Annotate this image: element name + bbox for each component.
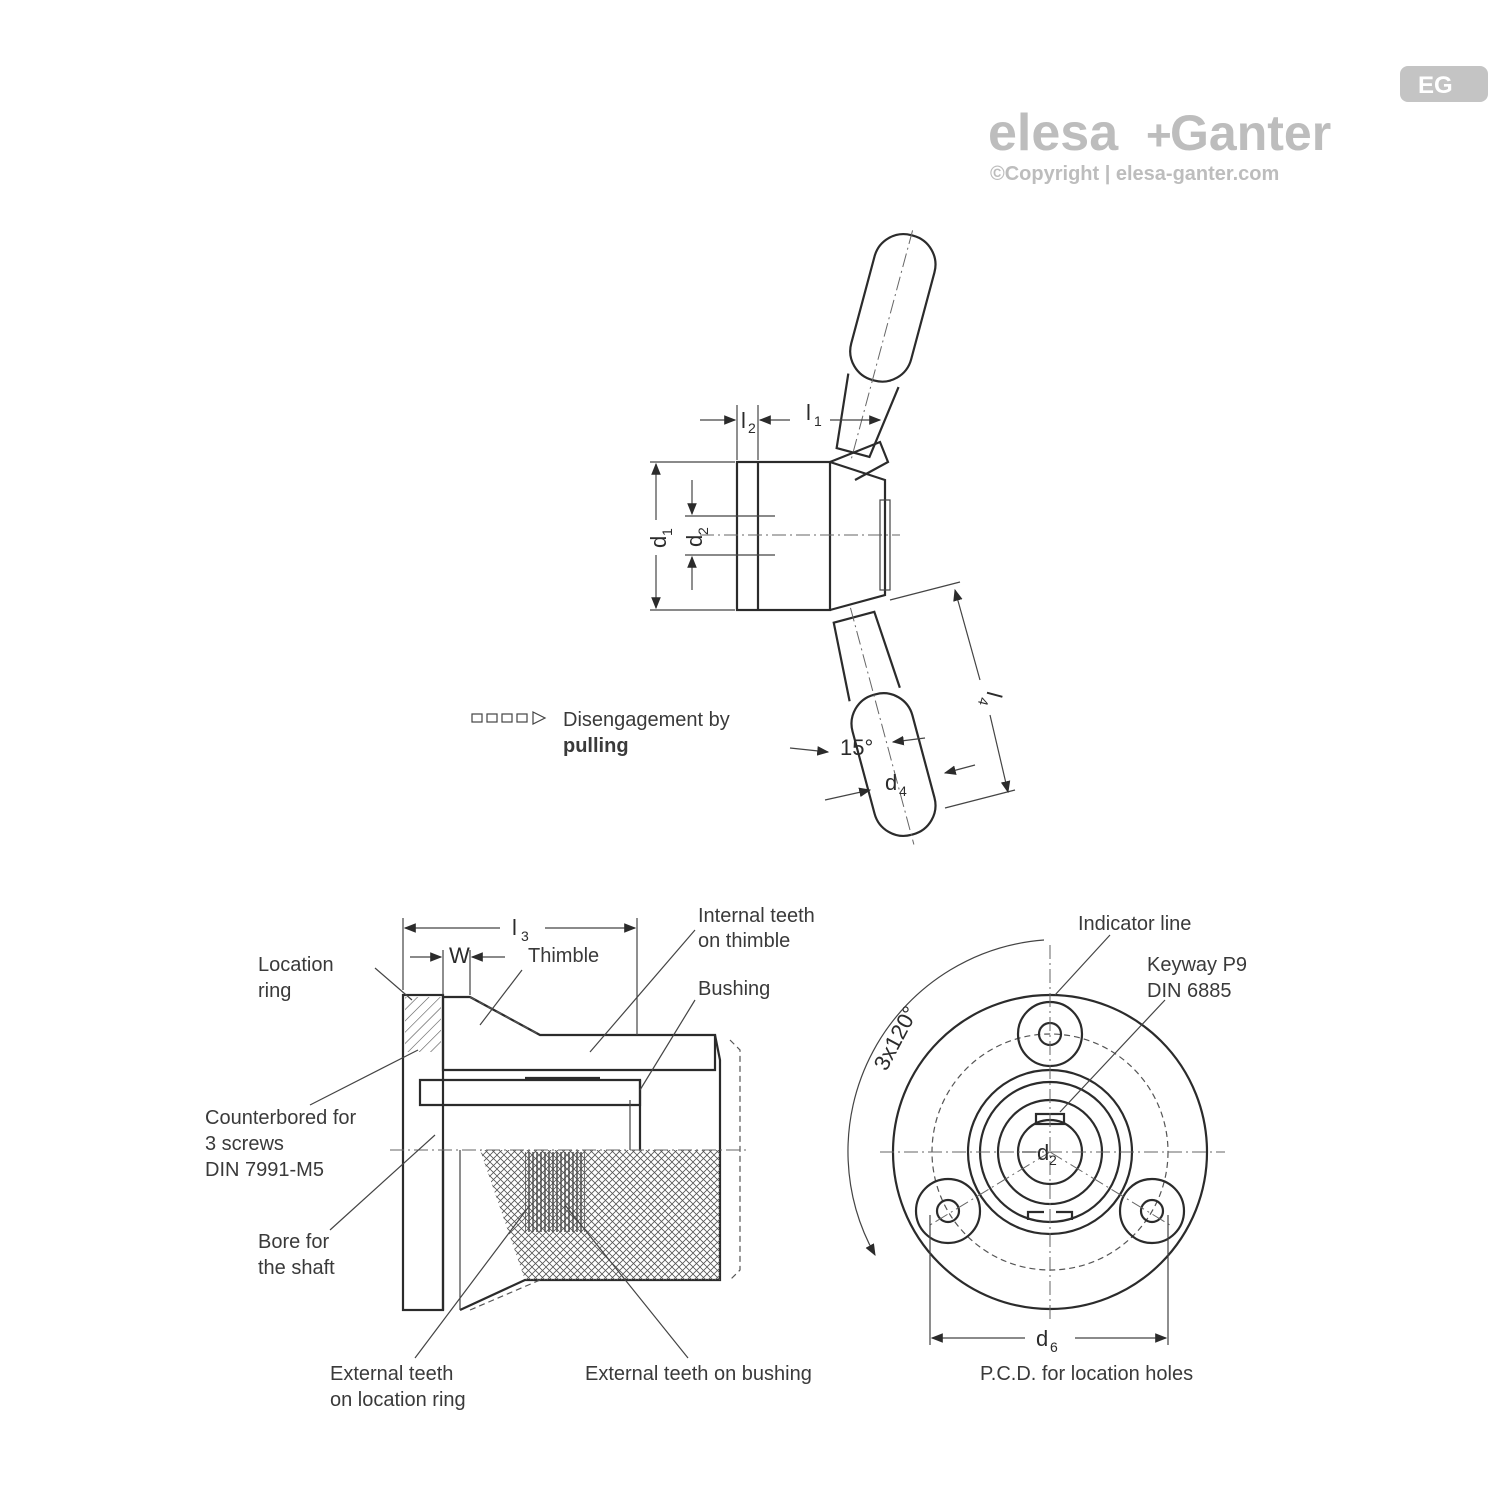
brand-badge-text: EG: [1418, 72, 1453, 99]
legend-line1: Disengagement by: [563, 709, 730, 731]
hub-cone: [829, 460, 887, 612]
dim-l4-sub: 4: [975, 696, 993, 708]
dim-l3: l: [512, 915, 517, 940]
dim-angle-120: 3x120°: [869, 1002, 923, 1074]
location-hole-right: [1118, 1177, 1186, 1245]
label-counterbored-1: Counterbored for: [205, 1107, 357, 1129]
dim-l1-sub: 1: [814, 413, 822, 429]
label-counterbored-3: DIN 7991-M5: [205, 1159, 324, 1181]
lower-handle: [832, 607, 937, 845]
label-internal-teeth-2: on thimble: [698, 930, 790, 952]
dim-d4: d: [885, 770, 897, 795]
dim-l4: l: [981, 689, 1006, 700]
dim-w: W: [449, 943, 470, 968]
front-view: 3x120° d 2 d 6 Indicator line Keyway P9 …: [847, 913, 1247, 1385]
dim-l3-sub: 3: [521, 928, 529, 944]
dim-front-d2-sub: 2: [1049, 1152, 1057, 1168]
label-location-ring-1: Location: [258, 954, 334, 976]
brand-badge-icon: [1400, 66, 1488, 102]
dim-l2-sub: 2: [748, 420, 756, 436]
label-internal-teeth-1: Internal teeth: [698, 905, 815, 927]
upper-handle: [835, 230, 937, 463]
label-thimble: Thimble: [528, 945, 599, 967]
label-location-ring-2: ring: [258, 980, 291, 1002]
dim-d4-sub: 4: [899, 783, 907, 799]
section-view: l 3 W Location ring Thimble Internal tee…: [205, 905, 815, 1411]
label-bore-2: the shaft: [258, 1257, 335, 1279]
label-bushing: Bushing: [698, 978, 770, 1000]
dim-d1: d: [646, 536, 671, 548]
side-view: l 2 l 1 d 1 d 2 l 4 15° d 4: [471, 230, 1016, 845]
hub-body: [735, 460, 832, 612]
location-hole-left: [914, 1177, 982, 1245]
bushing: [418, 1078, 642, 1107]
legend-arrow-icon: [471, 713, 483, 723]
dim-front-d2: d: [1037, 1140, 1049, 1165]
brand-name-right: Ganter: [1170, 105, 1331, 161]
disengagement-legend: Disengagement by pulling: [471, 709, 730, 757]
knurled-surface: [480, 1150, 720, 1280]
dim-d2: d: [682, 535, 707, 547]
label-ext-teeth-bushing: External teeth on bushing: [585, 1363, 812, 1385]
label-indicator-line: Indicator line: [1078, 913, 1191, 935]
label-keyway-1: Keyway P9: [1147, 954, 1247, 976]
dim-d6-sub: 6: [1050, 1339, 1058, 1355]
label-counterbored-2: 3 screws: [205, 1133, 284, 1155]
dim-d2-sub: 2: [695, 527, 711, 535]
label-ext-teeth-ring-1: External teeth: [330, 1363, 453, 1385]
brand-name-left: elesa: [988, 104, 1119, 162]
bushing-teeth: [525, 1152, 585, 1232]
label-pcd: P.C.D. for location holes: [980, 1363, 1193, 1385]
label-bore-1: Bore for: [258, 1231, 329, 1253]
brand-plus: +: [1146, 111, 1172, 160]
label-keyway-2: DIN 6885: [1147, 980, 1232, 1002]
legend-line2: pulling: [563, 735, 629, 757]
dim-d6: d: [1036, 1326, 1048, 1351]
dim-d1-sub: 1: [659, 528, 675, 536]
dim-angle-15: 15°: [840, 735, 873, 760]
brand-logo: elesa + Ganter ©Copyright | elesa-ganter…: [988, 66, 1488, 185]
dim-l1: l: [806, 400, 811, 425]
brand-copyright: ©Copyright | elesa-ganter.com: [990, 163, 1279, 185]
label-ext-teeth-ring-2: on location ring: [330, 1389, 466, 1411]
dim-l2: l: [741, 408, 746, 433]
